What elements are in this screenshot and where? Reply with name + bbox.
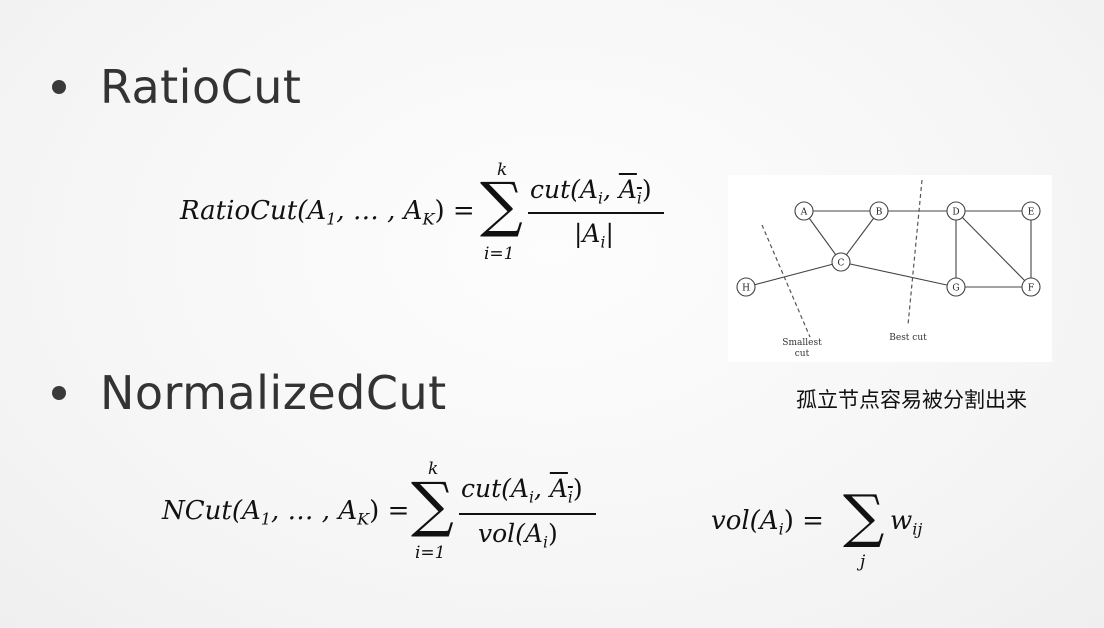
ncut-lhs-mid: , … , A (271, 496, 358, 526)
graph-edge-C-G (840, 261, 957, 288)
graph-node-label: A (800, 208, 808, 218)
ncut-sigma: ∑ (411, 470, 454, 540)
graph-node-circle (794, 201, 814, 221)
ncut-sum-top: k (428, 459, 439, 479)
ratiocut-denominator: |Ai| (574, 219, 614, 251)
ncut-lhs-end: ) = (369, 496, 410, 526)
ratiocut-den-text: |A (574, 219, 601, 248)
vol-term-text: w (890, 506, 913, 536)
ncut-num-bar: A (549, 474, 568, 503)
bullet-dot (52, 80, 66, 94)
graph-node-label: B (876, 208, 883, 218)
vol-lhs-sub: i (778, 519, 784, 539)
vol-term: wij (890, 506, 922, 539)
ratiocut-fraction-line (528, 212, 664, 214)
graph-node-circle (831, 252, 851, 272)
graph-node-label: H (742, 284, 750, 294)
ratiocut-den-sub: i (600, 233, 606, 252)
graph-node-circle (736, 277, 756, 297)
ratiocut-sum-bottom: i=1 (484, 244, 515, 264)
ncut-sum-bottom: i=1 (415, 543, 446, 563)
ratiocut-num-bar: A (618, 175, 637, 204)
ratiocut-den-end: | (605, 219, 614, 248)
vol-term-sub: ij (912, 519, 923, 539)
bullet-normalizedcut: NormalizedCut (52, 366, 447, 420)
graph-figure: A B C D E F G H Smallest cut Best cut (728, 175, 1052, 362)
graph-edge-A-C (803, 210, 842, 263)
ncut-den-sub: i (542, 533, 548, 552)
heading-normalizedcut: NormalizedCut (100, 366, 447, 420)
ncut-num-end: ) (572, 474, 583, 503)
vol-sum-bottom: j (860, 552, 866, 572)
smallest-cut-label-1: Smallest (782, 338, 822, 348)
smallest-cut-label-2: cut (795, 349, 810, 359)
ncut-num-text: cut(A (461, 474, 529, 503)
bullet-ratiocut: RatioCut (52, 60, 301, 114)
graph-node-F: F (1021, 277, 1041, 297)
ratiocut-lhs-sub: 1 (326, 209, 337, 229)
ratiocut-num-text: cut(A (530, 175, 598, 204)
graph-node-C: C (831, 252, 851, 272)
ncut-den-text: vol(A (478, 519, 543, 548)
graph-node-label: D (952, 208, 959, 218)
vol-lhs: vol(Ai) = (711, 506, 824, 539)
graph-node-label: E (1028, 208, 1035, 218)
graph-node-B: B (869, 201, 889, 221)
ratiocut-num-bar-sub: i (636, 189, 642, 208)
ncut-num-mid: , (533, 474, 550, 503)
smallest-cut-line (761, 224, 811, 338)
graph-node-label: F (1028, 284, 1034, 294)
ratiocut-lhs-text: RatioCut(A (180, 196, 327, 226)
vol-lhs-end: ) = (783, 506, 824, 536)
ratiocut-num-end: ) (641, 175, 652, 204)
ratiocut-lhs: RatioCut(A1, … , AK) = (180, 196, 475, 229)
graph-node-circle (1021, 201, 1041, 221)
bullet-dot (52, 386, 66, 400)
ncut-den-end: ) (547, 519, 558, 548)
ratiocut-lhs-sub2: K (422, 209, 435, 229)
graph-svg: A B C D E F G H Smallest cut Best cut (736, 179, 1041, 359)
ncut-lhs: NCut(A1, … , AK) = (162, 496, 409, 529)
graph-node-circle (946, 201, 966, 221)
ratiocut-sigma: ∑ (480, 170, 523, 240)
graph-edge-B-C (840, 210, 880, 263)
ncut-fraction-line (459, 513, 596, 515)
ratiocut-num-mid: , (602, 175, 619, 204)
best-cut-label: Best cut (889, 333, 927, 343)
ncut-num-bar-sub: i (567, 488, 573, 507)
graph-node-D: D (946, 201, 966, 221)
ncut-lhs-sub: 1 (260, 509, 272, 529)
vol-sigma: ∑ (843, 482, 885, 550)
graph-node-H: H (736, 277, 756, 297)
graph-node-E: E (1021, 201, 1041, 221)
graph-edge-C-H (745, 261, 842, 288)
graph-edge-D-F (955, 210, 1032, 288)
ratiocut-num-sub: i (597, 189, 603, 208)
graph-node-label: C (838, 259, 845, 269)
ncut-num-sub: i (528, 488, 534, 507)
ncut-lhs-sub2: K (357, 509, 370, 529)
best-cut-line (907, 179, 923, 326)
graph-node-circle (869, 201, 889, 221)
ratiocut-sum-top: k (497, 160, 508, 180)
graph-node-circle (946, 277, 966, 297)
ncut-lhs-text: NCut(A (162, 496, 261, 526)
graph-node-A: A (794, 201, 814, 221)
graph-node-label: G (952, 284, 959, 294)
heading-ratiocut: RatioCut (100, 60, 302, 114)
caption: 孤立节点容易被分割出来 (796, 388, 1027, 412)
ncut-numerator: cut(Ai, Ai) (461, 474, 583, 506)
graph-node-G: G (946, 277, 966, 297)
ratiocut-lhs-end: ) = (434, 196, 475, 226)
ratiocut-lhs-mid: , … , A (336, 196, 423, 226)
vol-lhs-text: vol(A (711, 506, 779, 536)
graph-node-circle (1021, 277, 1041, 297)
ncut-denominator: vol(Ai) (478, 519, 558, 551)
ratiocut-numerator: cut(Ai, Ai) (530, 175, 652, 207)
